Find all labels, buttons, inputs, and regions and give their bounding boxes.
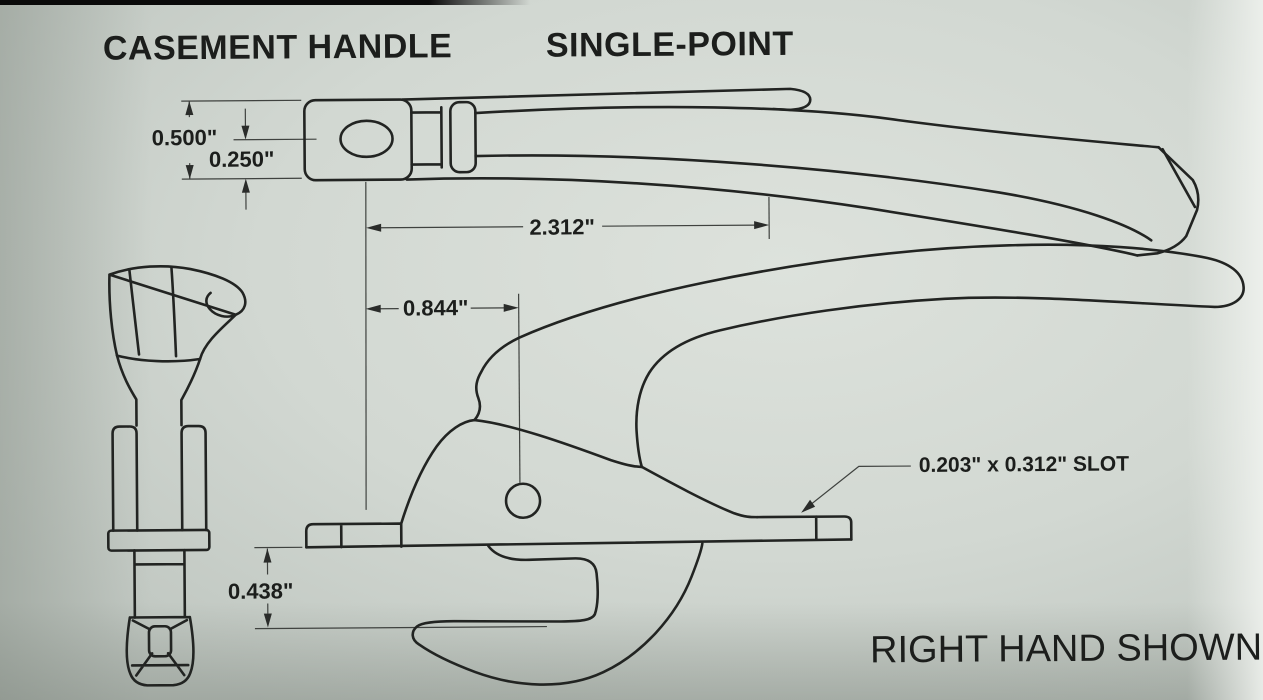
grip-facet-line [170, 265, 178, 358]
cam-hook [411, 542, 704, 686]
arrowhead [365, 304, 381, 313]
body-outline [399, 418, 759, 525]
spring-tab [400, 87, 812, 112]
dim-length: 2.312" [529, 214, 595, 239]
arrowhead [263, 613, 272, 628]
technical-drawing: CASEMENT HANDLE SINGLE-POINT 0.500" 0.25… [103, 25, 1262, 687]
dimension-lines [181, 99, 911, 630]
dim-hook-depth: 0.438" [228, 578, 294, 603]
arrowhead [503, 303, 519, 312]
dim-shaft [380, 224, 757, 229]
mount-slot-hole [339, 119, 394, 159]
dim-hole-offset: 0.250" [209, 146, 275, 171]
leader-line [803, 465, 911, 511]
dim-plate-width: 0.500" [152, 125, 218, 150]
arrowhead [241, 178, 250, 193]
dim-pivot-offset: 0.844" [403, 295, 469, 320]
arrowhead [366, 223, 382, 232]
mount-ear-left [304, 522, 403, 549]
handle-tip-facet-line [1161, 147, 1197, 209]
arrowhead [263, 548, 272, 563]
handle-outline [473, 243, 1245, 469]
arrowhead [185, 165, 194, 180]
handle-top-edge [474, 105, 1160, 149]
stem [133, 548, 187, 619]
hand-note: RIGHT HAND SHOWN [870, 627, 1262, 672]
neck-lines [410, 106, 444, 169]
spindle-fitting [125, 615, 195, 687]
mount-ear-right [755, 515, 853, 541]
end-view [106, 264, 247, 687]
flange-left [111, 425, 139, 532]
neck-outline [115, 354, 202, 427]
ext-line [233, 138, 317, 141]
pivot-hole [504, 482, 542, 520]
dim-shaft [244, 108, 247, 210]
side-view [304, 243, 1245, 686]
flange-right [180, 424, 208, 532]
labels: CASEMENT HANDLE SINGLE-POINT 0.500" 0.25… [103, 25, 1262, 672]
ext-line [365, 181, 367, 510]
ext-line [181, 99, 302, 180]
title-variant: SINGLE-POINT [546, 25, 794, 65]
title-product: CASEMENT HANDLE [103, 27, 453, 67]
crossbar [106, 528, 211, 552]
handle-bottom-edge [405, 177, 1139, 257]
scan-edge-artifact [0, 0, 780, 5]
ferrule [449, 100, 477, 174]
ext-line [254, 546, 547, 630]
grip-facet-line [128, 269, 141, 356]
arrowhead [801, 499, 816, 513]
top-view [303, 87, 1200, 257]
handle-chamfer-line [474, 154, 1153, 242]
spindle-square [147, 624, 173, 658]
base-plate-bottom [305, 538, 853, 549]
spindle-facets [130, 618, 190, 677]
arrowhead [754, 221, 770, 230]
slot-note: 0.203" x 0.312" SLOT [919, 453, 1130, 477]
dim-shaft [379, 307, 505, 310]
arrowhead [241, 125, 250, 140]
ext-line [518, 293, 521, 483]
arrowhead [185, 101, 194, 116]
mount-plate [303, 98, 414, 182]
